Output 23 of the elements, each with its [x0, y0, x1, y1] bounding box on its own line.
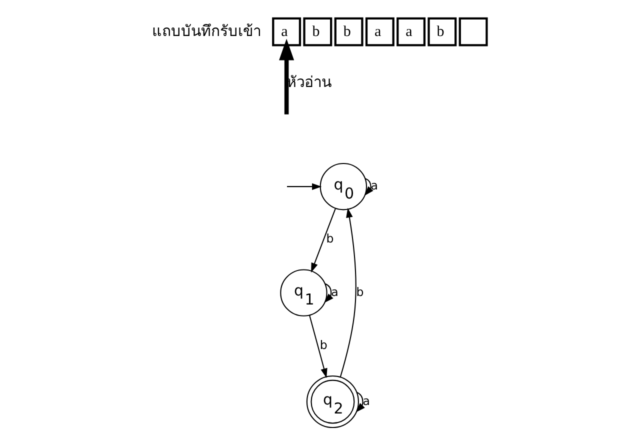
node-box: a — [272, 17, 301, 46]
arrow — [286, 183, 322, 190]
edge-label: a — [362, 394, 370, 408]
label: แถบบันทึกรับเข้า — [151, 22, 260, 40]
node-box — [458, 17, 488, 46]
edge-label: a — [370, 178, 378, 193]
arrow — [278, 38, 294, 114]
arrow — [324, 283, 333, 303]
edge-label: b — [326, 232, 334, 246]
edge-label: b — [319, 338, 327, 352]
node-box: a — [396, 17, 426, 46]
node-box: b — [334, 17, 363, 46]
node-box: b — [427, 17, 456, 46]
edge-label: หัวอ่าน — [286, 72, 332, 91]
arrow — [355, 392, 364, 412]
arrow — [339, 208, 356, 378]
node-box: a — [364, 17, 394, 46]
edge-label: b — [356, 284, 364, 299]
node-box: b — [302, 17, 332, 46]
arrow — [364, 178, 373, 196]
arrow — [308, 315, 327, 378]
arrow — [310, 208, 336, 273]
edge-label: a — [330, 284, 338, 299]
